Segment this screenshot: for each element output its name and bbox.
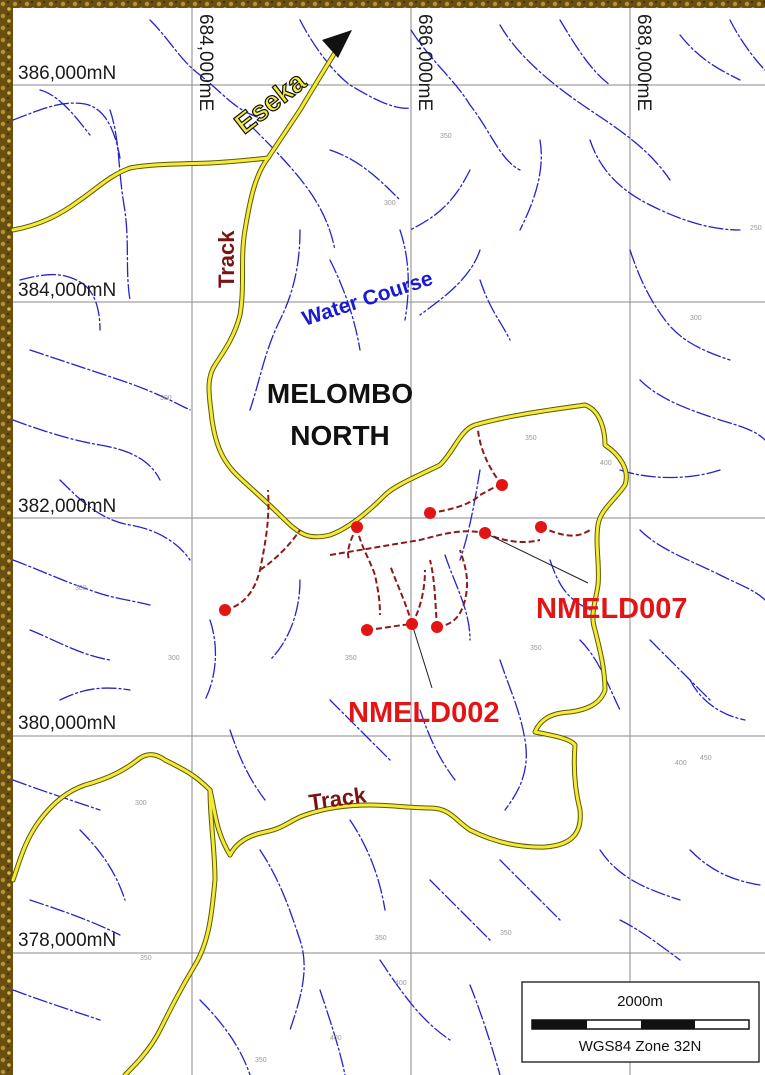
contour-label: 300 bbox=[384, 200, 396, 207]
contour-label: 300 bbox=[168, 655, 180, 662]
contour-label: 350 bbox=[140, 955, 152, 962]
drillhole-collar bbox=[406, 618, 418, 630]
contour-label: 450 bbox=[700, 755, 712, 762]
northing-label: 378,000mN bbox=[18, 930, 116, 951]
prospect-name-line2: NORTH bbox=[290, 420, 390, 451]
coordinate-grid bbox=[13, 8, 765, 1075]
contour-labels: 300 350 300 350 400 300 350 300 350 400 … bbox=[75, 133, 762, 1064]
scale-bar-segment bbox=[641, 1020, 695, 1029]
scale-bar: 2000m WGS84 Zone 32N bbox=[521, 981, 760, 1063]
contour-label: 250 bbox=[750, 225, 762, 232]
contour-label: 350 bbox=[530, 645, 542, 652]
northing-label: 386,000mN bbox=[18, 63, 116, 84]
drillhole-collar bbox=[351, 521, 363, 533]
scale-bar-segment bbox=[532, 1020, 587, 1029]
drillhole-collar bbox=[496, 479, 508, 491]
drillhole-collars bbox=[219, 479, 547, 636]
drillhole-collar bbox=[535, 521, 547, 533]
contour-label: 350 bbox=[440, 133, 452, 140]
contour-label: 350 bbox=[255, 1057, 267, 1064]
scale-projection: WGS84 Zone 32N bbox=[579, 1038, 702, 1055]
map-background bbox=[13, 8, 765, 1075]
easting-label: 686,000mE bbox=[414, 14, 435, 111]
drillhole-collar bbox=[219, 604, 231, 616]
leader-lines bbox=[411, 532, 589, 689]
prospect-name-line1: MELOMBO bbox=[267, 378, 413, 409]
direction-arrow-icon bbox=[322, 30, 352, 58]
contour-label: 300 bbox=[160, 395, 172, 402]
water-courses bbox=[12, 19, 765, 1075]
track-label-north: Track bbox=[214, 230, 239, 288]
contour-label: 350 bbox=[525, 435, 537, 442]
easting-label: 688,000mE bbox=[633, 14, 654, 111]
contour-label: 300 bbox=[135, 800, 147, 807]
drillhole-collar bbox=[424, 507, 436, 519]
contour-label: 400 bbox=[675, 760, 687, 767]
drillhole-label-nmeld007: NMELD007 bbox=[536, 593, 688, 625]
contour-label: 300 bbox=[690, 315, 702, 322]
drillhole-label-nmeld002: NMELD002 bbox=[348, 697, 500, 729]
scale-distance: 2000m bbox=[617, 993, 663, 1010]
contour-label: 300 bbox=[75, 585, 87, 592]
contour-label: 400 bbox=[330, 1035, 342, 1042]
drillhole-collar bbox=[361, 624, 373, 636]
contour-label: 350 bbox=[345, 655, 357, 662]
northing-label: 384,000mN bbox=[18, 280, 116, 301]
roads bbox=[10, 37, 629, 1075]
northing-labels: 386,000mN 384,000mN 382,000mN 380,000mN … bbox=[18, 63, 116, 951]
contour-label: 350 bbox=[375, 935, 387, 942]
contour-label: 350 bbox=[500, 930, 512, 937]
drillhole-collar bbox=[479, 527, 491, 539]
northing-label: 382,000mN bbox=[18, 496, 116, 517]
contour-label: 400 bbox=[600, 460, 612, 467]
easting-labels: 684,000mE 686,000mE 688,000mE bbox=[195, 14, 654, 111]
drillhole-collar bbox=[431, 621, 443, 633]
northing-label: 380,000mN bbox=[18, 713, 116, 734]
contour-label: 400 bbox=[395, 980, 407, 987]
easting-label: 684,000mE bbox=[195, 14, 216, 111]
